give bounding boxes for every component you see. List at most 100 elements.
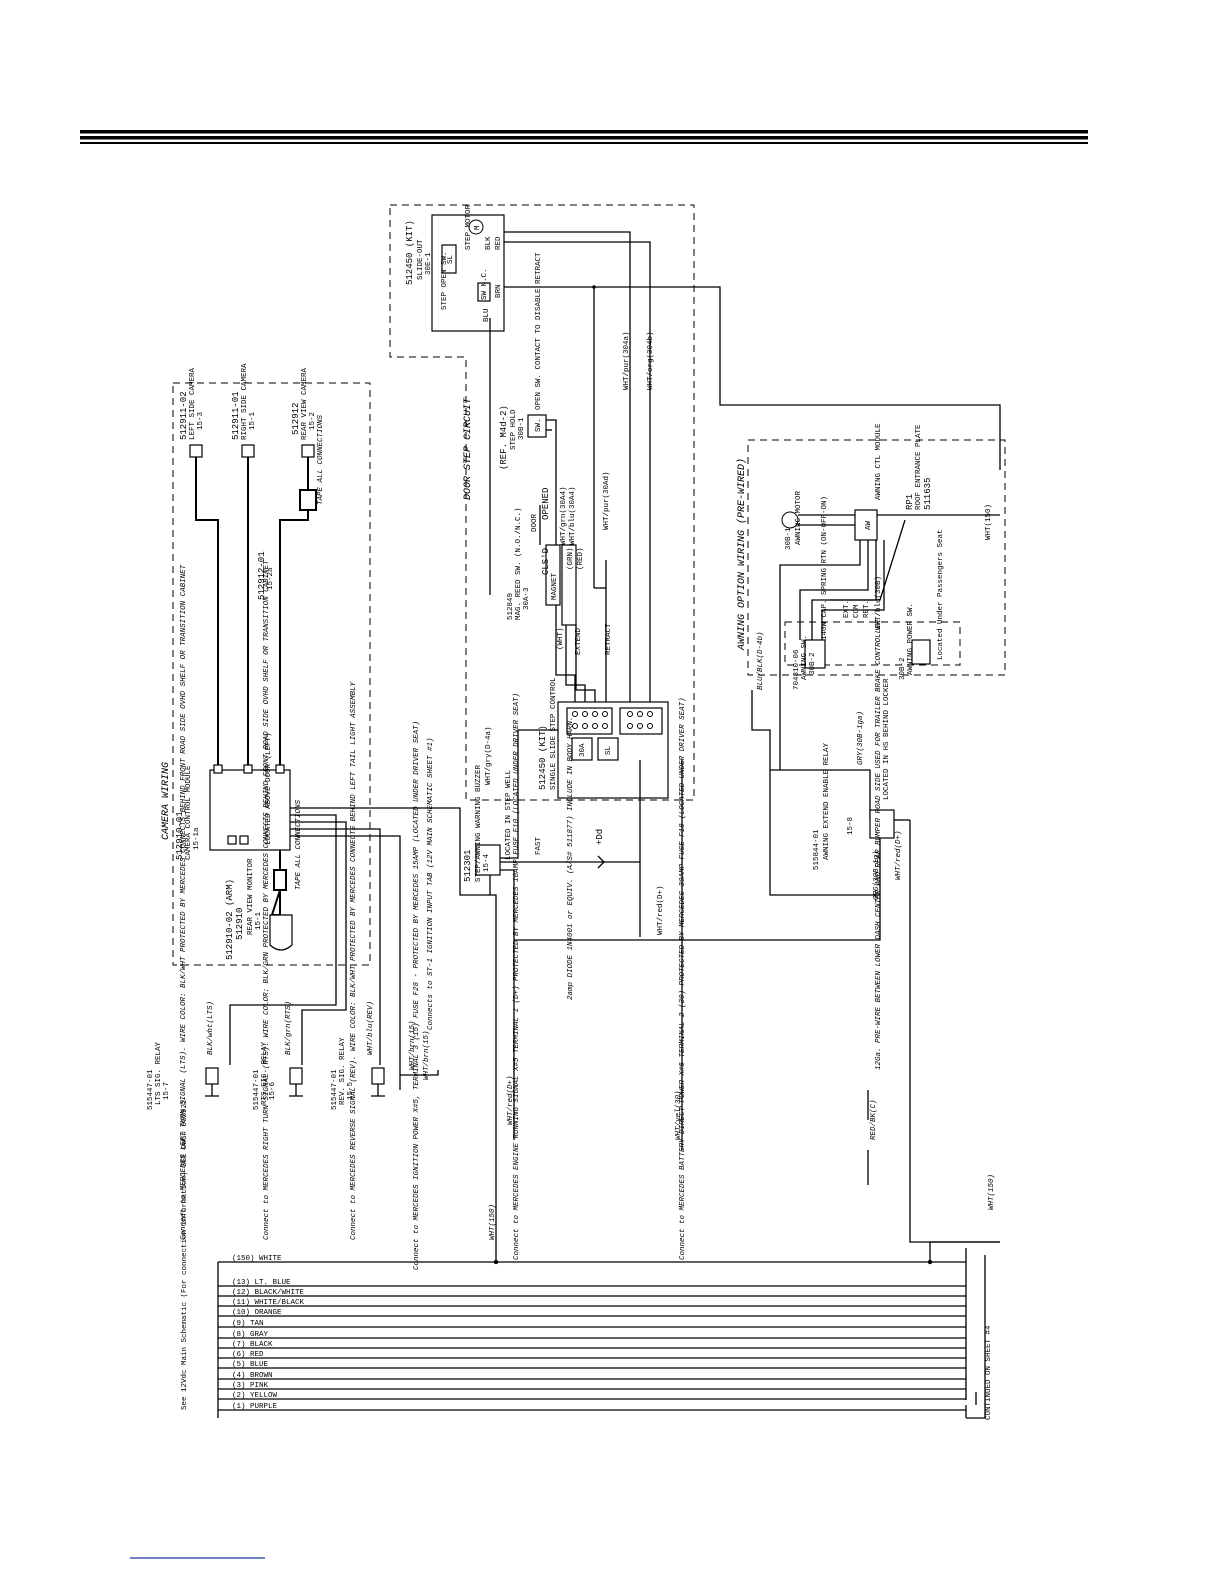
awning-switch bbox=[804, 639, 826, 669]
fuse-label: 30A bbox=[579, 743, 587, 757]
single-slide-label: SINGLE SLIDE STEP CONTROL bbox=[550, 677, 558, 790]
awning-motor-symbol bbox=[781, 511, 799, 529]
awning-pwr-page: 30B-2 bbox=[899, 657, 907, 680]
diode-note: 2amp DIODE 1N4001 or EQUIV. (A/S# 511877… bbox=[567, 716, 575, 1000]
rev-note: Connect to MERCEDES REVERSE SIGNAL (REV)… bbox=[350, 681, 358, 1240]
opened-label: OPENED bbox=[541, 488, 551, 520]
rev-wire: WHT/blu(REV) bbox=[367, 1001, 375, 1055]
step-hold-label: STEP HOLD bbox=[510, 409, 518, 450]
monitor-page: 15-1 bbox=[255, 911, 263, 930]
battery-wire: WHT/yel(30) bbox=[675, 1090, 683, 1140]
awning-section: AWNING OPTION WIRING (PRE-WIRED) 30B-1 A… bbox=[514, 423, 1006, 1262]
spring-label: 140W CAP. SPRING RTN (ON-OFF-ON) bbox=[821, 496, 829, 640]
awning-sw-desc: AWNING SW. bbox=[801, 635, 809, 680]
relay-loc: LOCATED IN HS BEHIND LOCKER bbox=[883, 678, 891, 800]
camera-section: CAMERA WIRING 512911-02 LEFT SIDE CAMERA… bbox=[161, 363, 490, 1065]
mag-pn-label: 512849 bbox=[507, 593, 515, 620]
relay-pn: 515844-01 bbox=[813, 829, 821, 870]
battery-note: Connect to MERCEDES BATTERY DIRECT POWER… bbox=[679, 697, 687, 1260]
svg-text:SW.: SW. bbox=[535, 418, 543, 432]
awning-pwr-desc: AWNING POWER SW. bbox=[907, 603, 915, 675]
bus-line-label: (6) RED bbox=[232, 1351, 264, 1359]
lts-relay-pn: 515447-01 bbox=[147, 1069, 155, 1110]
rev-relay-page: 15-5 bbox=[347, 1081, 355, 1100]
com-label: COM bbox=[853, 604, 861, 618]
clsd-label: CLS'D bbox=[541, 548, 551, 575]
rp-pn: RP1 bbox=[905, 494, 915, 510]
rts-relay-page: 15-6 bbox=[269, 1081, 277, 1100]
ign-note: Connect to MERCEDES IGNITION POWER X#5, … bbox=[413, 721, 421, 1270]
rev-relay bbox=[371, 1067, 385, 1085]
grn-label: (GRN) bbox=[567, 547, 575, 570]
bus-line-label: (150) WHITE bbox=[232, 1255, 282, 1263]
wht150-a-label: WHT(150) bbox=[489, 1204, 497, 1240]
ref-label: (REF. M4d-2) bbox=[499, 405, 509, 470]
awning-wht-blu: WHT/blu(30B) bbox=[875, 576, 883, 630]
bus-line-label: (7) BLACK bbox=[232, 1341, 273, 1349]
magnet-label: MAGNET bbox=[551, 572, 559, 600]
awning-motor-desc: AWNING MOTOR bbox=[795, 490, 803, 545]
rts-note: Connect to MERCEDES RIGHT TURN SIGNAL (R… bbox=[263, 560, 271, 1240]
buzzer-page-label: 15-4 bbox=[483, 853, 491, 872]
camera-tape-note2: TAPE ALL CONNECTIONS bbox=[295, 799, 303, 890]
wht-gry-label: WHT/gry(D-4a) bbox=[485, 726, 493, 785]
bus-line-label: (8) GRAY bbox=[232, 1331, 269, 1339]
org-label: ORG(30B-1g) bbox=[873, 850, 881, 900]
blu-blk-label: BLU/BLK(D-4b) bbox=[757, 631, 765, 690]
awning-title: AWNING OPTION WIRING (PRE-WIRED) bbox=[736, 458, 748, 651]
lts-relay-desc: LTS SIG. RELAY bbox=[155, 1041, 163, 1105]
relay-desc: AWNING EXTEND ENABLE RELAY bbox=[823, 742, 831, 860]
awning-motor-page: 30B-1 bbox=[785, 527, 793, 550]
wht-red-d-label: WHT/red(D+) bbox=[657, 885, 665, 935]
awning-wht-red: WHT/red(D+) bbox=[895, 830, 903, 880]
extend-label: EXTEND bbox=[575, 627, 583, 655]
wht-pur-b-label: WHT/pur(304a) bbox=[623, 331, 631, 390]
sl2-label: SL bbox=[605, 745, 613, 755]
gry-label: GRY(30B-1ga) bbox=[857, 711, 865, 765]
right-camera bbox=[241, 444, 255, 458]
module-desc: CAMERA CONTROL MODULE bbox=[185, 765, 193, 860]
awning-sw-page: 30B-2 bbox=[809, 652, 817, 675]
slide-page-label: 30E-1 bbox=[425, 252, 433, 275]
door-step-section: 512450 (KIT) SLIDE-OUT 30E-1 STEP OPEN S… bbox=[389, 204, 1001, 1262]
fast-label: FAST bbox=[535, 836, 543, 855]
wht-label: (WHT) bbox=[557, 627, 565, 650]
module-location: LOCATED ABOVE DOOR (LEFT) bbox=[265, 732, 273, 845]
bus-line-label: (9) TAN bbox=[232, 1320, 264, 1328]
m-label: M bbox=[474, 225, 482, 230]
rev-relay-desc: REV. SIG. RELAY bbox=[339, 1037, 347, 1105]
retract-label: RETRACT bbox=[605, 623, 613, 655]
rp-num: 511635 bbox=[923, 478, 933, 510]
rear-cam-page: 15-2 bbox=[309, 412, 317, 430]
page-30b-label: 30B-1 bbox=[518, 417, 526, 440]
engine-note: Connect to MERCEDES ENGINE RUNNING SIGNA… bbox=[513, 693, 521, 1260]
rear-cam-desc: REAR VIEW CAMERA bbox=[301, 367, 309, 440]
rts-relay-desc: RTS SIG. RELAY bbox=[261, 1041, 269, 1105]
signal-relays: 515447-01 LTS SIG. RELAY 15-7 BLK/wht(LT… bbox=[147, 560, 385, 1240]
left-cam-pn: 512911-02 bbox=[179, 391, 189, 440]
monitor-desc: REAR VIEW MONITOR bbox=[247, 858, 255, 935]
continued-note: CONTINUED ON SHEET #4 bbox=[985, 1325, 993, 1420]
wht-150-awning: WHT(150) bbox=[985, 504, 993, 540]
warning-buzzer bbox=[475, 844, 501, 876]
right-cam-desc: RIGHT SIDE CAMERA bbox=[241, 363, 249, 440]
blu-label: BLU bbox=[483, 308, 491, 322]
step-motor-label: STEP MOTOR bbox=[465, 204, 473, 250]
rear-camera bbox=[301, 444, 315, 458]
rear-cam-pn: 512912 bbox=[291, 403, 301, 435]
harness-bus: (150) WHITE (13) LT. BLUE (12) BLACK/WHITE… bbox=[181, 1099, 993, 1420]
camera-tape-note: TAPE ALL CONNECTIONS bbox=[317, 414, 325, 505]
bus-line-label: (10) ORANGE bbox=[232, 1309, 282, 1317]
wht-org-label: WHT/org(304b) bbox=[647, 331, 655, 390]
bus-line-label: (2) YELLOW bbox=[232, 1392, 278, 1400]
bus-line-label: (12) BLACK/WHITE bbox=[232, 1289, 305, 1297]
sl-label: SL bbox=[447, 254, 455, 264]
step-hold-switch bbox=[527, 414, 547, 438]
bus-line-label: (13) LT. BLUE bbox=[232, 1279, 291, 1287]
engine-wire: WHT/red(D+) bbox=[507, 1075, 515, 1125]
slide-out-label: SLIDE-OUT bbox=[417, 239, 425, 280]
monitor-pn: 512910 bbox=[235, 908, 245, 940]
open-sw-note: OPEN SW. CONTACT TO DISABLE RETRACT bbox=[535, 252, 543, 410]
kit-top-label: 512450 (KIT) bbox=[405, 220, 415, 285]
